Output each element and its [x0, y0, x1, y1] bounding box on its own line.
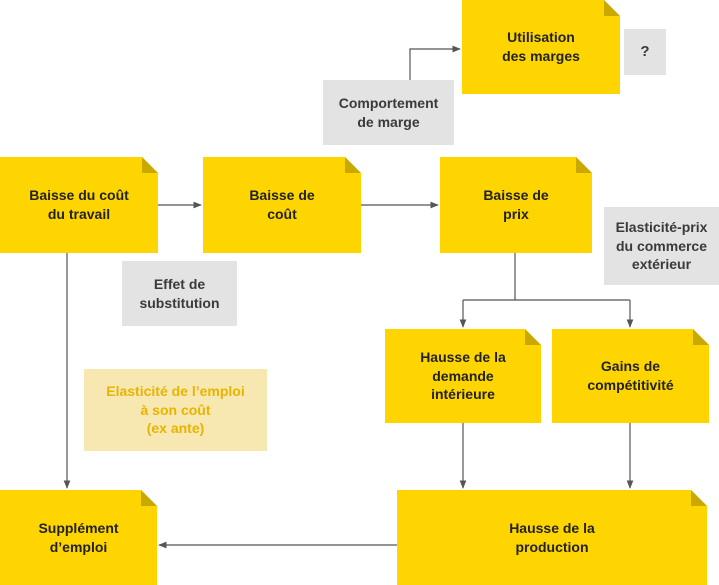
node-supplement-emploi: Supplément d’emploi: [0, 490, 157, 585]
comportement-marge-box: Comportement de marge: [323, 80, 454, 145]
question-box: ?: [624, 29, 666, 75]
node-gains-competitivite-label: Gains de compétitivité: [587, 358, 674, 393]
node-supplement-emploi-label: Supplément d’emploi: [38, 519, 119, 555]
comportement-marge-label: Comportement de marge: [338, 94, 439, 130]
arrow-to-utilisation-marges: [409, 45, 461, 80]
elasticite-prix-box: Elasticité-prix du commerce extérieur: [604, 207, 719, 285]
node-baisse-cout: Baisse de coût: [203, 157, 361, 253]
node-utilisation-marges: Utilisation des marges: [462, 0, 620, 94]
question-mark: ?: [640, 42, 650, 60]
node-baisse-prix: Baisse de prix: [440, 157, 592, 253]
node-hausse-production: Hausse de la production: [397, 490, 707, 585]
effet-substitution-box: Effet de substitution: [122, 261, 237, 326]
elasticite-emploi-box: Elasticité de l’emploi à son coût (ex an…: [84, 369, 267, 451]
node-baisse-cout-travail: Baisse du coût du travail: [0, 157, 158, 253]
elasticite-prix-label: Elasticité-prix du commerce extérieur: [615, 218, 708, 273]
node-utilisation-marges-label: Utilisation des marges: [502, 29, 580, 64]
node-baisse-cout-label: Baisse de coût: [249, 187, 315, 222]
node-baisse-cout-travail-label: Baisse du coût du travail: [29, 187, 129, 222]
node-gains-competitivite: Gains de compétitivité: [552, 329, 709, 423]
node-baisse-prix-label: Baisse de prix: [483, 187, 549, 222]
node-hausse-demande: Hausse de la demande intérieure: [385, 329, 541, 423]
node-hausse-demande-label: Hausse de la demande intérieure: [420, 348, 506, 403]
effet-substitution-label: Effet de substitution: [139, 275, 220, 311]
node-hausse-production-label: Hausse de la production: [509, 519, 595, 555]
elasticite-emploi-label: Elasticité de l’emploi à son coût (ex an…: [106, 382, 245, 437]
